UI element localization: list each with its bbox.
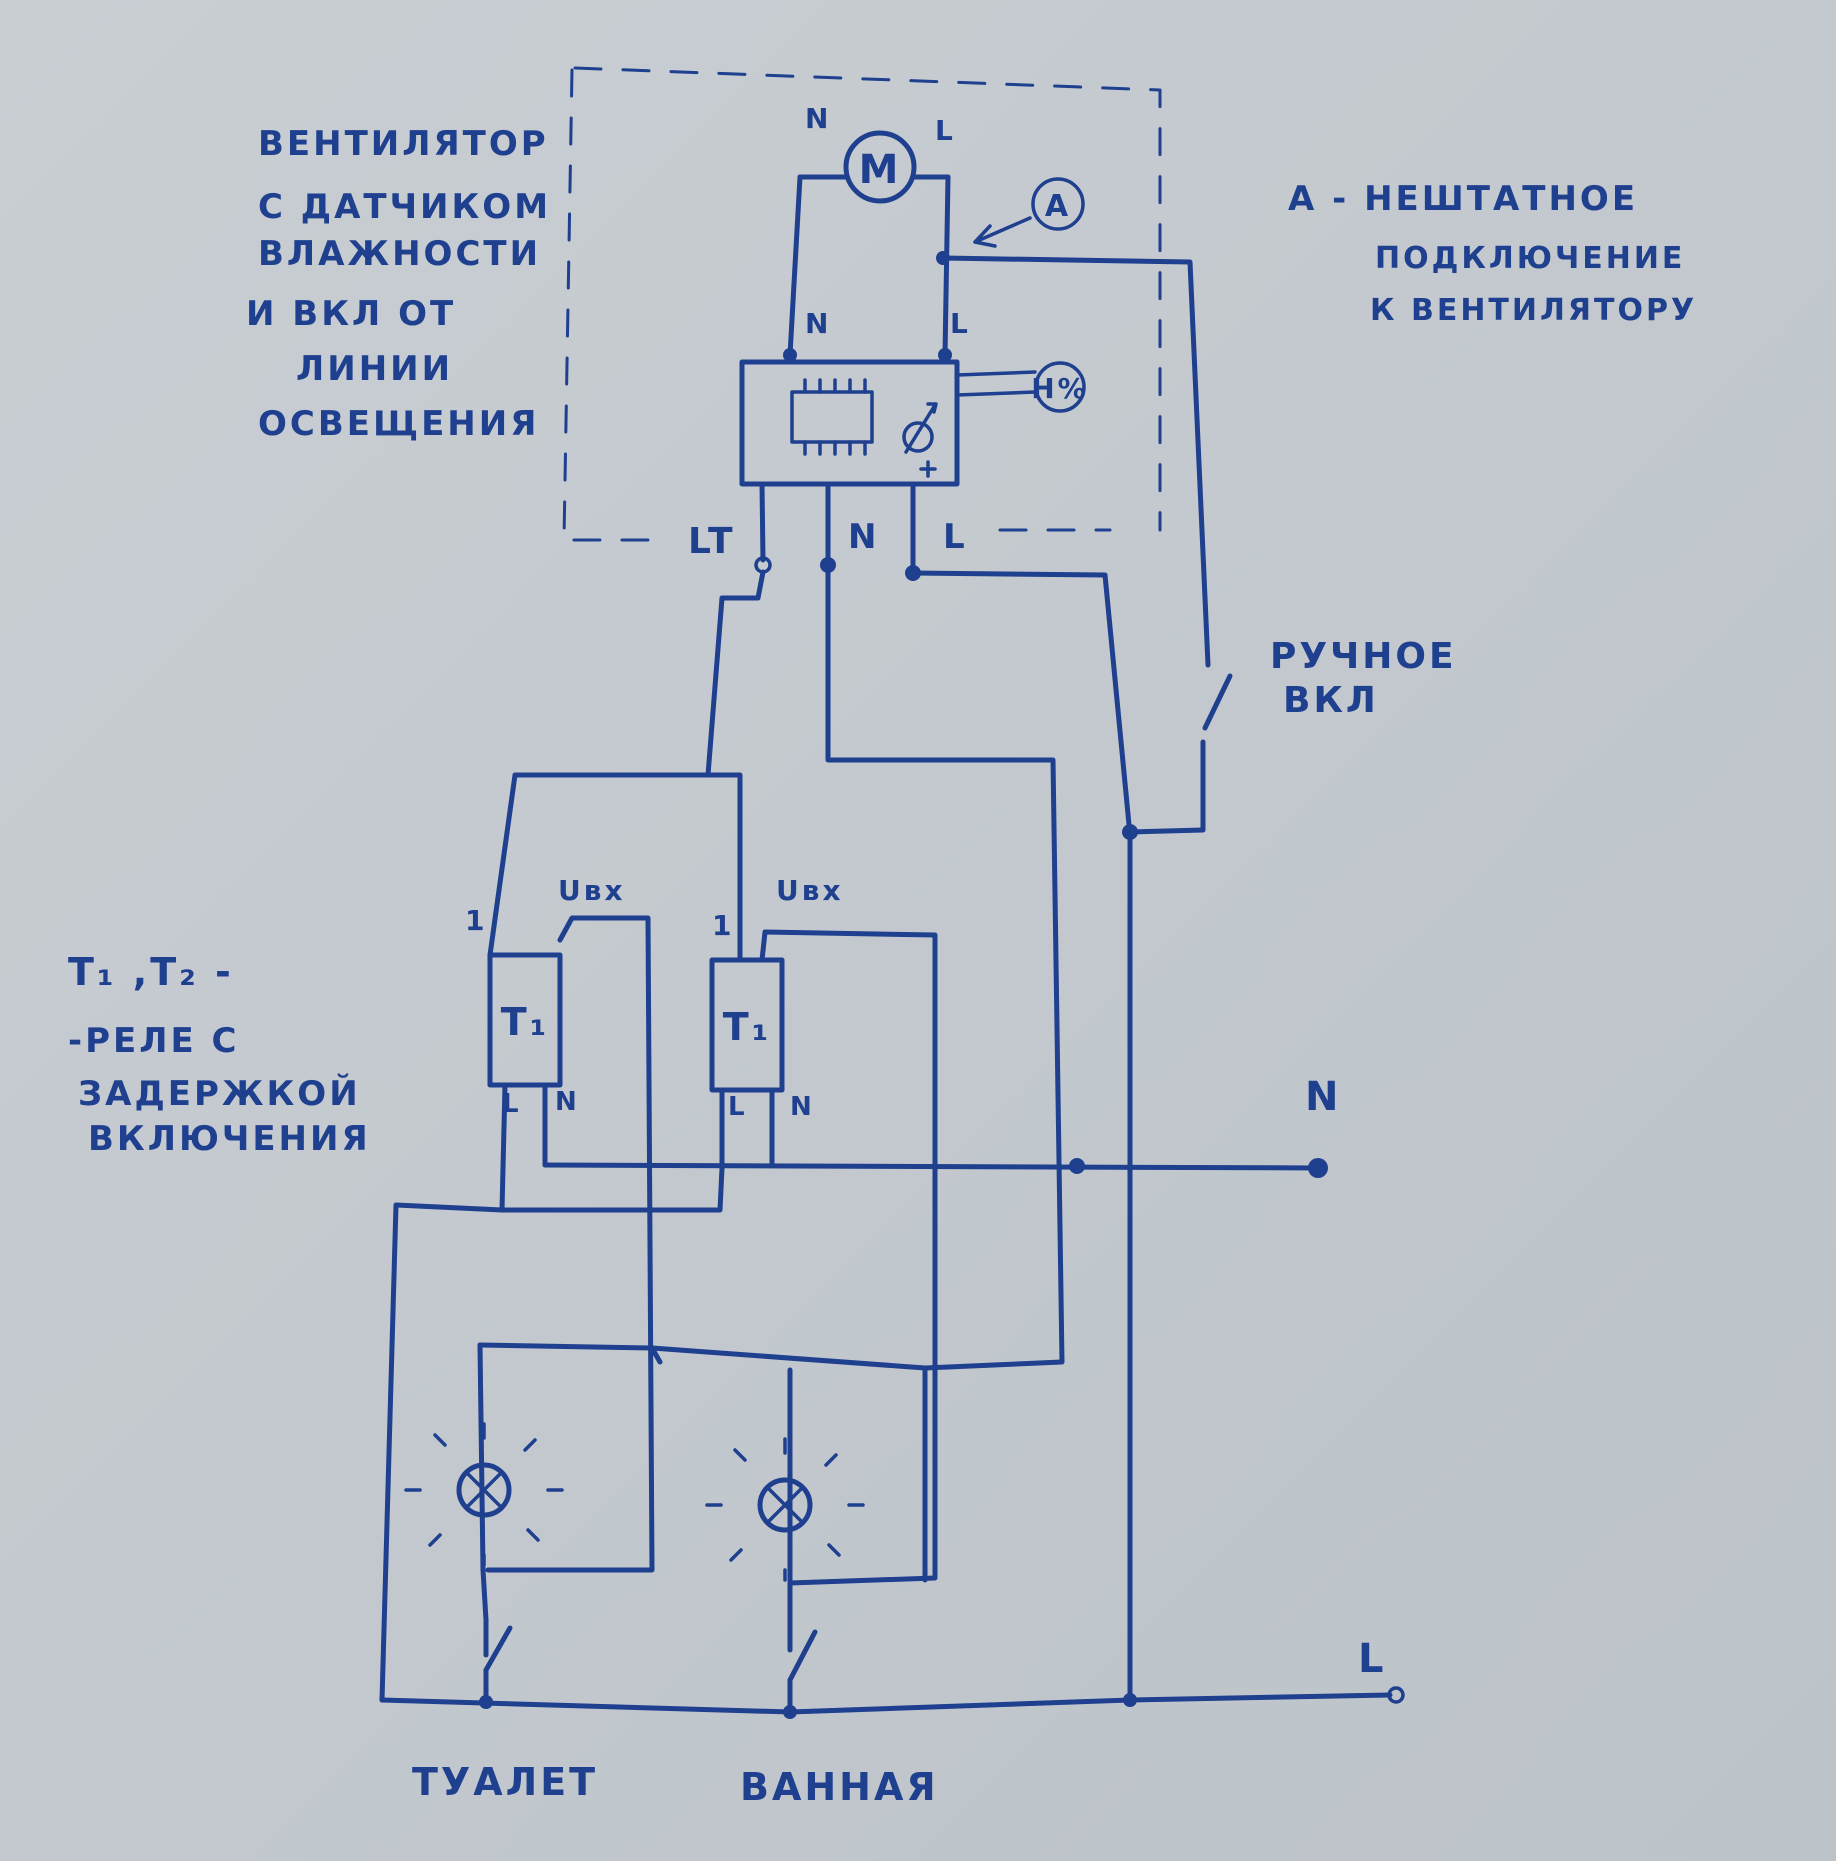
- point-a-label: A: [1045, 189, 1071, 224]
- terminal-lt-label: LT: [688, 521, 736, 562]
- fan-description-note: ВЕНТИЛЯТОР С ДАТЧИКОМ ВЛАЖНОСТИ И ВКЛ ОТ…: [246, 124, 551, 444]
- relay-note: T₁ ,T₂ - -РЕЛЕ С ЗАДЕРЖКОЙ ВКЛЮЧЕНИЯ: [68, 950, 371, 1159]
- relay-note-line-3: ЗАДЕРЖКОЙ: [78, 1073, 361, 1114]
- bathroom-lamp-icon: [705, 1437, 865, 1582]
- room-labels: ТУАЛЕТ ВАННАЯ: [412, 1760, 939, 1809]
- bathroom-label: ВАННАЯ: [740, 1765, 939, 1809]
- terminal-l-label: L: [943, 517, 968, 557]
- fan-control-board: H%: [739, 359, 1089, 487]
- relay-right-l-label: L: [728, 1092, 748, 1122]
- a-note-line-1: А - НЕШТАТНОЕ: [1288, 179, 1638, 219]
- manual-note-line-1: РУЧНОЕ: [1270, 636, 1457, 677]
- bathroom-switch: [787, 1617, 818, 1715]
- fan-note-line-6: ОСВЕЩЕНИЯ: [258, 404, 539, 444]
- fan-motor: M N L N L: [783, 102, 971, 362]
- live-bus: L: [379, 1636, 1405, 1719]
- relay-note-line-2: -РЕЛЕ С: [68, 1021, 240, 1061]
- toilet-lamp-icon: [404, 1422, 564, 1567]
- terminal-n-label: N: [848, 517, 879, 557]
- relay-right-pin1: 1: [712, 909, 734, 942]
- supply-l-label: L: [1358, 1636, 1387, 1682]
- board-n-label: N: [805, 307, 831, 340]
- relay-right-input-label: Uвх: [776, 874, 844, 907]
- relay-right-n-label: N: [790, 1092, 815, 1122]
- lamp-circuits: [379, 1202, 928, 1703]
- relay-right-label: T₁: [723, 1005, 772, 1049]
- relay-note-line-1: T₁ ,T₂ -: [68, 950, 234, 994]
- manual-note-line-2: ВКЛ: [1283, 680, 1379, 721]
- a-note-line-2: ПОДКЛЮЧЕНИЕ: [1375, 241, 1685, 276]
- motor-label: M: [859, 147, 902, 193]
- toilet-switch: [483, 1617, 513, 1703]
- fan-note-line-1: ВЕНТИЛЯТОР: [258, 124, 549, 164]
- neutral-bus: N: [499, 1074, 1341, 1213]
- relay-note-line-4: ВКЛЮЧЕНИЯ: [88, 1119, 371, 1159]
- fan-feed-wires: [487, 255, 1233, 1703]
- humidity-sensor-label: H%: [1031, 372, 1089, 405]
- fan-note-line-5: ЛИНИИ: [296, 349, 453, 389]
- manual-switch-note: РУЧНОЕ ВКЛ: [1270, 636, 1457, 721]
- board-l-label: L: [950, 307, 971, 340]
- point-a-marker: A: [973, 177, 1085, 248]
- fan-note-line-2: С ДАТЧИКОМ: [258, 187, 551, 227]
- fan-enclosure-outline: [562, 66, 1162, 542]
- motor-n-label: N: [805, 102, 831, 135]
- relay-left: T₁ 1 Uвх L N: [465, 874, 655, 1573]
- relay-left-pin1: 1: [465, 904, 487, 937]
- toilet-label: ТУАЛЕТ: [412, 1760, 598, 1804]
- fan-note-line-3: ВЛАЖНОСТИ: [258, 234, 541, 274]
- a-note-line-3: К ВЕНТИЛЯТОРУ: [1370, 293, 1697, 328]
- fan-note-line-4: И ВКЛ ОТ: [246, 294, 456, 334]
- point-a-note: А - НЕШТАТНОЕ ПОДКЛЮЧЕНИЕ К ВЕНТИЛЯТОРУ: [1288, 179, 1697, 328]
- relay-right: T₁ 1 Uвх L N: [709, 874, 938, 1586]
- supply-n-label: N: [1305, 1074, 1341, 1120]
- motor-l-label: L: [935, 114, 956, 147]
- relay-left-input-label: Uвх: [558, 874, 626, 907]
- relay-left-label: T₁: [501, 1000, 550, 1044]
- relay-left-n-label: N: [555, 1087, 580, 1117]
- fan-terminals: LT N L: [688, 481, 968, 581]
